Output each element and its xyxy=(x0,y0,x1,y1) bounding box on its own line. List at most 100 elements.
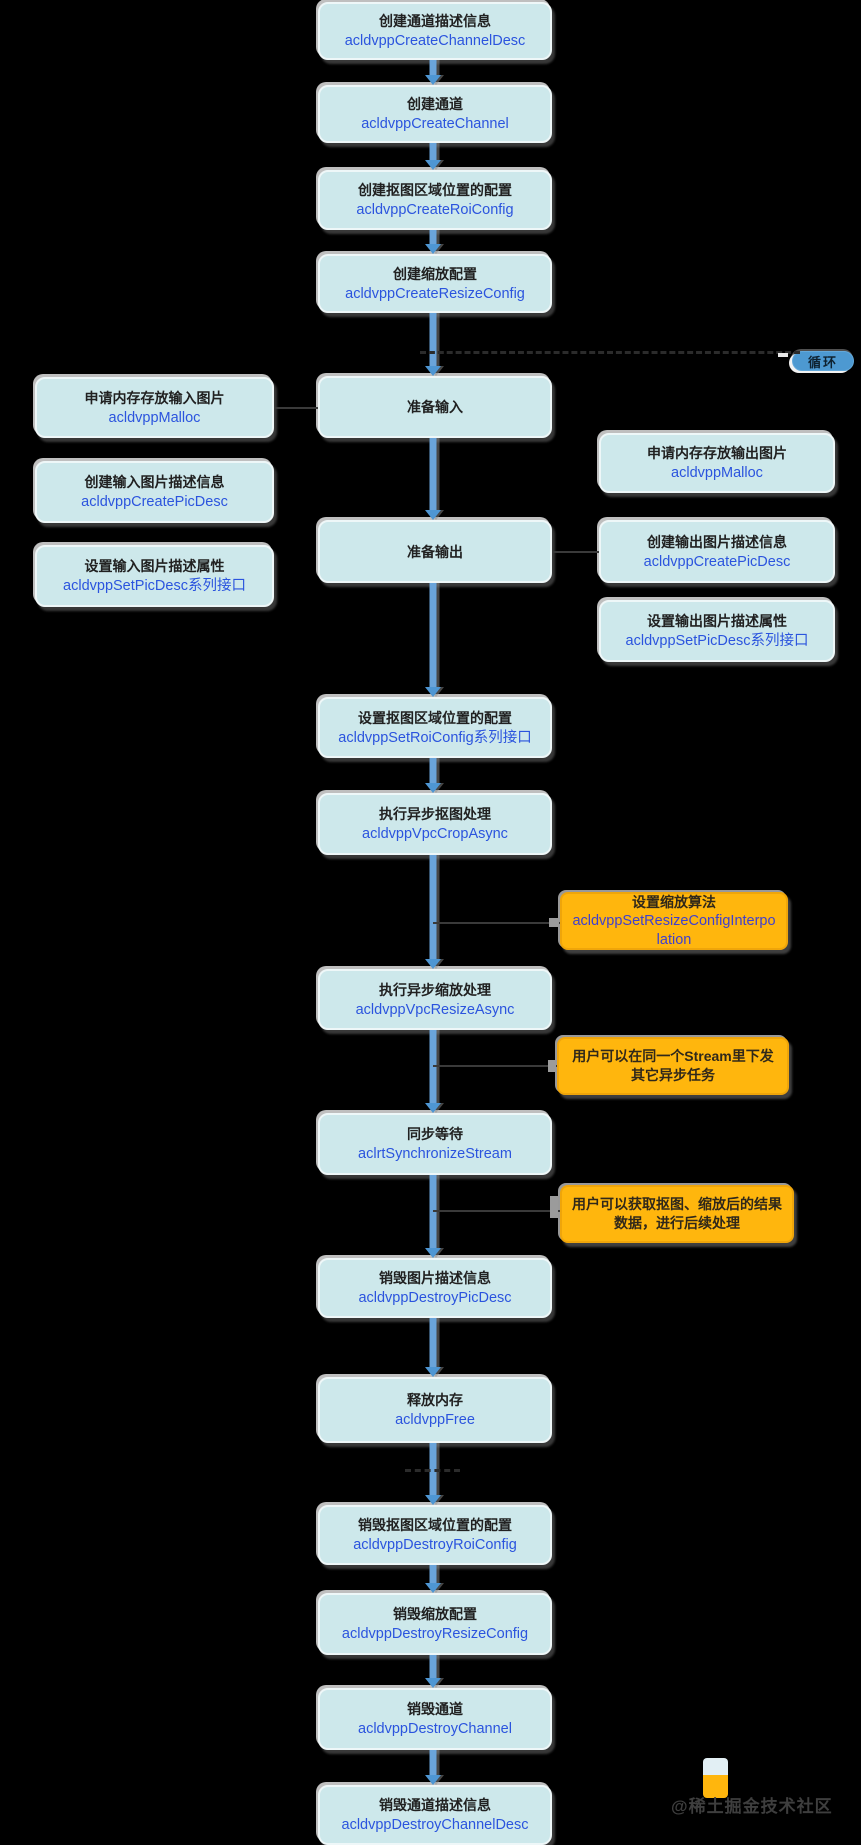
flow-arrow-3 xyxy=(425,230,441,254)
output-box-2: 创建输出图片描述信息 acldvppCreatePicDesc xyxy=(599,520,835,583)
output-box-1-api: acldvppMalloc xyxy=(671,465,763,481)
main-step-3: 创建抠图区域位置的配置 acldvppCreateRoiConfig xyxy=(318,170,552,230)
main-step-7-title: 设置抠图区域位置的配置 xyxy=(358,709,512,726)
badge-left-tick xyxy=(778,353,788,357)
connector-line-4 xyxy=(433,1065,557,1067)
input-box-3: 设置输入图片描述属性 acldvppSetPicDesc系列接口 xyxy=(35,545,274,607)
main-step-13: 销毁抠图区域位置的配置 acldvppDestroyRoiConfig xyxy=(318,1505,552,1565)
main-step-9-title: 执行异步缩放处理 xyxy=(379,981,491,998)
main-step-5: 准备输入 xyxy=(318,376,552,438)
juejin-logo-top xyxy=(703,1758,728,1775)
main-step-13-title: 销毁抠图区域位置的配置 xyxy=(358,1517,512,1533)
flow-arrow-6 xyxy=(425,583,441,697)
main-step-15: 销毁通道 acldvppDestroyChannel xyxy=(318,1688,552,1750)
note-box-2: 用户可以在同一个Stream里下发其它异步任务 xyxy=(557,1037,789,1095)
output-box-1: 申请内存存放输出图片 acldvppMalloc xyxy=(599,433,835,493)
main-step-14: 销毁缩放配置 acldvppDestroyResizeConfig xyxy=(318,1593,552,1655)
main-step-9-api: acldvppVpcResizeAsync xyxy=(355,1001,515,1018)
connector-line-2 xyxy=(552,551,599,553)
main-step-15-title: 销毁通道 xyxy=(407,1701,463,1717)
main-step-8-api: acldvppVpcCropAsync xyxy=(362,826,508,842)
connector-line-3 xyxy=(433,922,560,924)
note-box-1: 设置缩放算法 acldvppSetResizeConfigInterpolati… xyxy=(560,892,788,950)
main-step-16: 销毁通道描述信息 acldvppDestroyChannelDesc xyxy=(318,1785,552,1845)
flow-arrow-12 xyxy=(425,1443,441,1505)
main-step-5-title: 准备输入 xyxy=(407,399,463,415)
flow-arrow-7 xyxy=(425,758,441,793)
main-step-11-api: acldvppDestroyPicDesc xyxy=(358,1290,512,1306)
watermark-text: @稀土掘金技术社区 xyxy=(671,1797,833,1816)
main-step-4: 创建缩放配置 acldvppCreateResizeConfig xyxy=(318,254,552,313)
flow-arrow-9 xyxy=(425,1030,441,1113)
main-step-10-title: 同步等待 xyxy=(407,1126,463,1142)
loop-boundary-dashed-line-2 xyxy=(405,1469,460,1472)
flow-arrow-13 xyxy=(425,1565,441,1593)
loop-badge: 循环 xyxy=(792,351,854,371)
flow-arrow-8 xyxy=(425,855,441,969)
juejin-logo-icon xyxy=(703,1758,728,1798)
main-step-2-title: 创建通道 xyxy=(407,96,463,112)
main-step-8: 执行异步抠图处理 acldvppVpcCropAsync xyxy=(318,793,552,855)
flow-arrow-5 xyxy=(425,438,441,520)
main-step-7: 设置抠图区域位置的配置 acldvppSetRoiConfig系列接口 xyxy=(318,697,552,758)
connector-nub-1 xyxy=(549,918,559,927)
flow-arrow-14 xyxy=(425,1655,441,1688)
connector-line-5 xyxy=(433,1210,560,1212)
main-step-12: 释放内存 acldvppFree xyxy=(318,1377,552,1443)
main-step-2: 创建通道 acldvppCreateChannel xyxy=(318,85,552,143)
main-step-16-title: 销毁通道描述信息 xyxy=(379,1797,491,1813)
note-box-3-title: 用户可以获取抠图、缩放后的结果数据，进行后续处理 xyxy=(572,1196,782,1231)
main-step-1: 创建通道描述信息 acldvppCreateChannelDesc xyxy=(318,2,552,60)
main-step-6-title: 准备输出 xyxy=(407,543,463,560)
input-box-1: 申请内存存放输入图片 acldvppMalloc xyxy=(35,377,274,438)
input-box-3-api: acldvppSetPicDesc系列接口 xyxy=(63,578,246,594)
main-step-1-api: acldvppCreateChannelDesc xyxy=(344,33,526,49)
flow-arrow-15 xyxy=(425,1750,441,1785)
main-step-6: 准备输出 xyxy=(318,520,552,583)
input-box-1-api: acldvppMalloc xyxy=(108,409,201,426)
main-step-3-api: acldvppCreateRoiConfig xyxy=(356,202,514,218)
flow-arrow-10 xyxy=(425,1175,441,1258)
main-step-12-title: 释放内存 xyxy=(407,1392,463,1408)
output-box-2-title: 创建输出图片描述信息 xyxy=(647,533,787,550)
main-step-3-title: 创建抠图区域位置的配置 xyxy=(358,182,512,198)
main-step-13-api: acldvppDestroyRoiConfig xyxy=(353,1537,517,1553)
note-box-3: 用户可以获取抠图、缩放后的结果数据，进行后续处理 xyxy=(560,1185,794,1243)
main-step-11: 销毁图片描述信息 acldvppDestroyPicDesc xyxy=(318,1258,552,1318)
juejin-logo-bottom xyxy=(703,1775,728,1798)
main-step-15-api: acldvppDestroyChannel xyxy=(358,1721,512,1737)
main-step-9: 执行异步缩放处理 acldvppVpcResizeAsync xyxy=(318,969,552,1030)
connector-nub-2 xyxy=(548,1060,556,1072)
flow-arrow-1 xyxy=(425,60,441,85)
flow-arrow-2 xyxy=(425,143,441,170)
main-step-8-title: 执行异步抠图处理 xyxy=(379,806,491,822)
loop-boundary-dashed-line-1 xyxy=(420,351,800,354)
input-box-1-title: 申请内存存放输入图片 xyxy=(84,389,225,406)
output-box-2-api: acldvppCreatePicDesc xyxy=(643,553,791,570)
output-box-3-api: acldvppSetPicDesc系列接口 xyxy=(625,633,809,649)
connector-nub-3 xyxy=(550,1196,558,1218)
main-step-10: 同步等待 aclrtSynchronizeStream xyxy=(318,1113,552,1175)
note-box-2-title: 用户可以在同一个Stream里下发其它异步任务 xyxy=(572,1048,774,1083)
note-box-1-title: 设置缩放算法 xyxy=(632,893,716,910)
main-step-4-api: acldvppCreateResizeConfig xyxy=(345,285,525,302)
main-step-14-api: acldvppDestroyResizeConfig xyxy=(341,1626,529,1642)
main-step-14-title: 销毁缩放配置 xyxy=(393,1606,477,1622)
flow-arrow-4 xyxy=(425,313,441,376)
flow-arrow-11 xyxy=(425,1318,441,1377)
main-step-10-api: aclrtSynchronizeStream xyxy=(358,1146,512,1162)
output-box-3: 设置输出图片描述属性 acldvppSetPicDesc系列接口 xyxy=(599,600,835,662)
input-box-3-title: 设置输入图片描述属性 xyxy=(84,558,225,574)
main-step-4-title: 创建缩放配置 xyxy=(393,265,477,282)
main-step-7-api: acldvppSetRoiConfig系列接口 xyxy=(338,729,532,746)
main-step-16-api: acldvppDestroyChannelDesc xyxy=(341,1817,529,1833)
main-step-11-title: 销毁图片描述信息 xyxy=(379,1270,491,1286)
input-box-2-title: 创建输入图片描述信息 xyxy=(84,474,225,490)
input-box-2: 创建输入图片描述信息 acldvppCreatePicDesc xyxy=(35,461,274,523)
main-step-12-api: acldvppFree xyxy=(395,1412,475,1428)
main-step-2-api: acldvppCreateChannel xyxy=(361,116,509,132)
main-step-1-title: 创建通道描述信息 xyxy=(379,13,491,29)
connector-line-1 xyxy=(274,407,318,409)
output-box-1-title: 申请内存存放输出图片 xyxy=(647,445,787,461)
